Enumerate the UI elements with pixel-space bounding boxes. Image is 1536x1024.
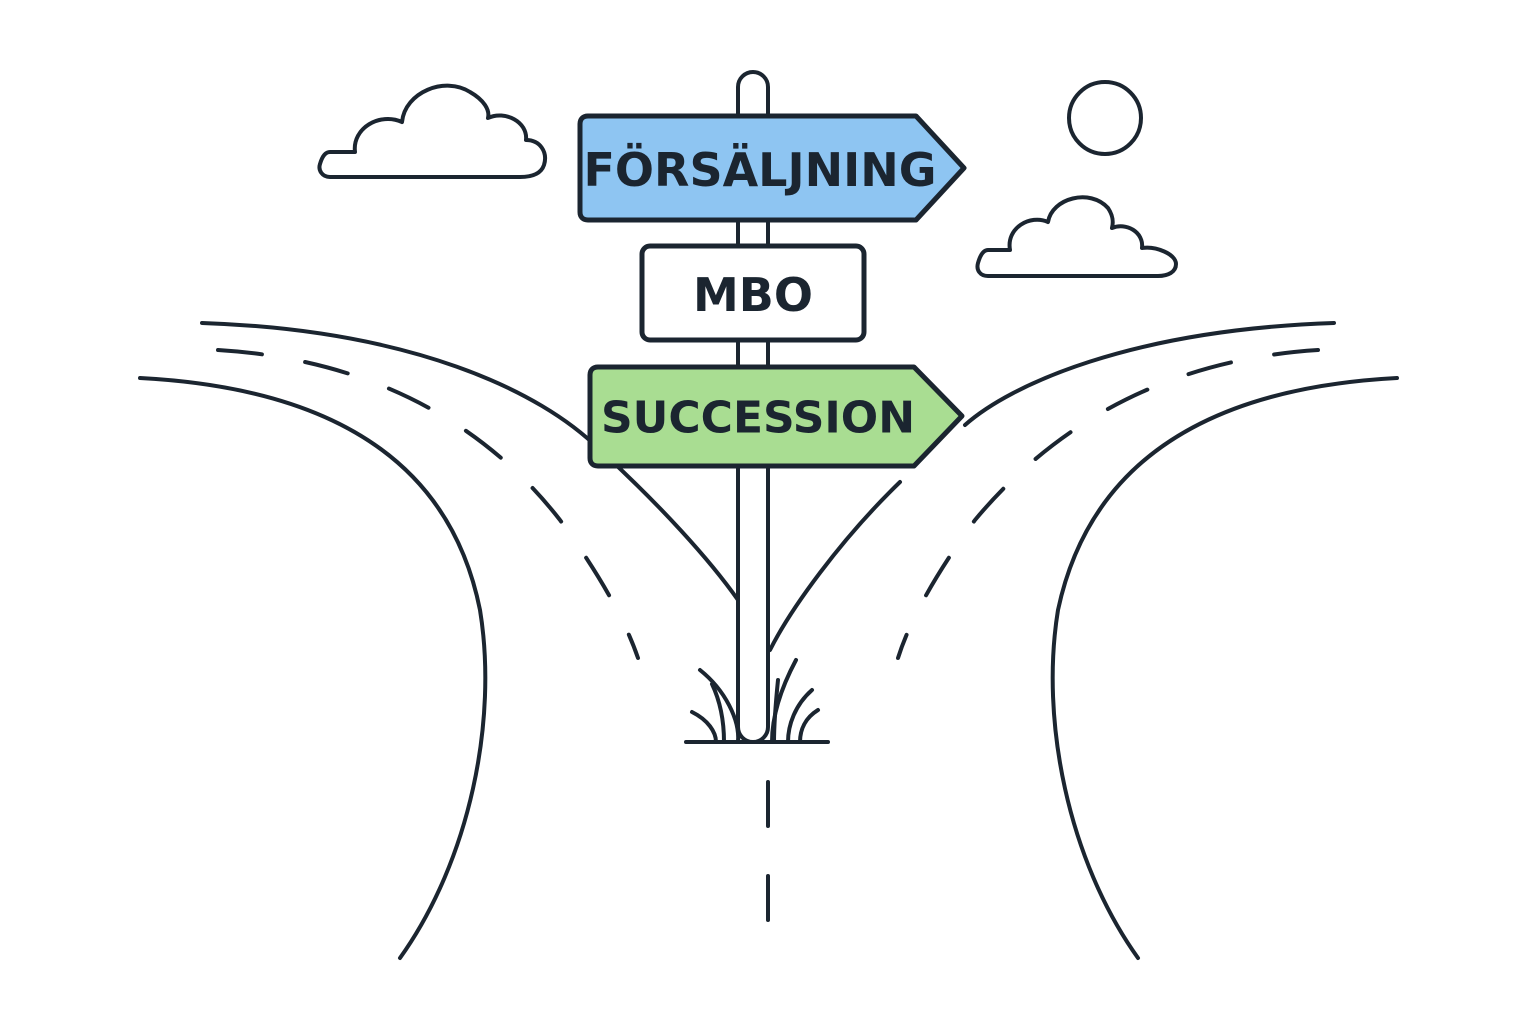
sign-top-board [577,113,967,223]
cloud-left-icon [317,83,547,179]
sign-middle-label: MBO [693,268,813,322]
cloud-right-icon [975,195,1178,278]
roads [138,321,1399,960]
sign-bottom-label: SUCCESSION [601,393,915,444]
left-road-inner-edge [200,321,740,602]
sign-bottom-board [587,364,965,469]
right-lane-dashes [896,348,1320,660]
right-road-inner-edge-lower [768,480,902,652]
sun-icon [1067,80,1143,156]
cloud-icon [317,83,1178,278]
sign-middle-board [639,243,867,343]
sign-top-label: FÖRSÄLJNING [584,143,937,197]
sign-succession: SUCCESSION [587,364,965,469]
right-road-outer-edge [1050,376,1399,960]
left-road-outer-edge [138,376,488,960]
left-lane-dashes [216,348,640,660]
sign-forsaljning: FÖRSÄLJNING [577,113,967,223]
grass-icon [684,658,830,744]
lane-markings [216,348,1320,960]
sign-mbo: MBO [639,243,867,343]
right-road-inner-edge [963,321,1336,427]
